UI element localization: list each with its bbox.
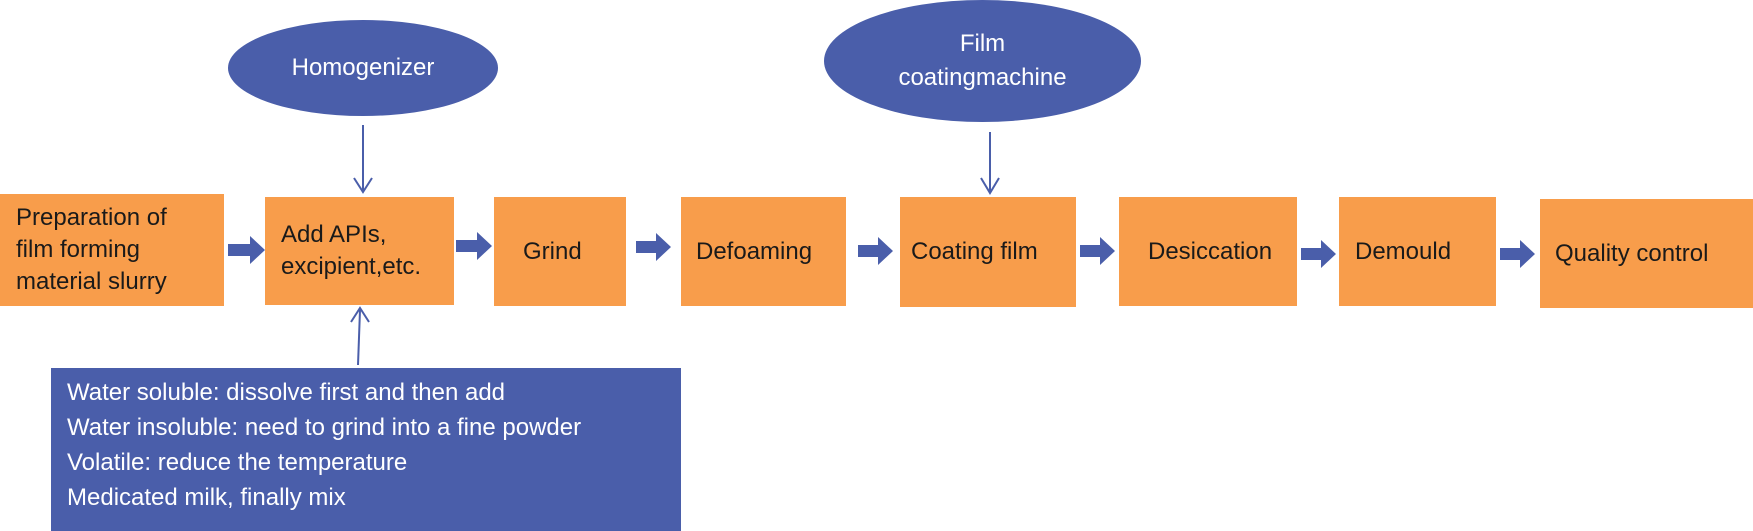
step-add-apis-label: Add APIs, excipient,etc. [281, 221, 422, 280]
step-defoaming-label: Defoaming [696, 237, 813, 265]
step-grind-label: Grind [523, 237, 582, 265]
note-water-insoluble: Water insoluble: need to grind into a fi… [67, 414, 582, 441]
step-preparation: Preparation of film forming material slu… [0, 194, 224, 306]
arrow-demould-to-quality-control [1500, 240, 1535, 268]
coating-machine-arrowhead [980, 177, 1000, 195]
step-preparation-label: Preparation of film forming material slu… [16, 204, 167, 295]
homogenizer-label: Homogenizer [291, 54, 435, 81]
step-demould-label: Demould [1355, 237, 1452, 265]
step-grind: Grind [494, 197, 626, 306]
film-coating-machine-label: Film coatingmachine [898, 30, 1067, 91]
homogenizer-node: Homogenizer [228, 20, 498, 116]
note-volatile: Volatile: reduce the temperature [67, 449, 408, 476]
step-desiccation-label: Desiccation [1148, 237, 1273, 265]
note-medicated-milk: Medicated milk, finally mix [67, 484, 346, 511]
film-coating-machine-node: Film coatingmachine [824, 0, 1141, 122]
arrow-desiccation-to-demould [1301, 240, 1336, 268]
step-quality-control-label: Quality control [1555, 239, 1709, 267]
arrow-grind-to-defoaming [636, 233, 671, 261]
step-demould: Demould [1339, 197, 1496, 306]
step-defoaming: Defoaming [681, 197, 846, 306]
arrow-defoaming-to-coating-film [858, 237, 893, 265]
note-water-soluble: Water soluble: dissolve first and then a… [67, 379, 506, 406]
step-quality-control: Quality control [1540, 199, 1753, 308]
arrow-add-apis-to-grind [456, 232, 492, 260]
ingredient-notes-box: Water soluble: dissolve first and then a… [51, 368, 681, 531]
homogenizer-arrowhead [353, 177, 373, 194]
step-desiccation: Desiccation [1119, 197, 1297, 306]
arrow-coating-film-to-desiccation [1080, 237, 1115, 265]
step-add-apis: Add APIs, excipient,etc. [265, 197, 454, 305]
arrow-preparation-to-add-apis [228, 236, 265, 264]
step-coating-film-label: Coating film [911, 238, 1038, 265]
notes-arrowhead [350, 306, 370, 323]
notes-to-add-apis-arrow [357, 309, 361, 366]
step-coating-film: Coating film [900, 197, 1076, 307]
